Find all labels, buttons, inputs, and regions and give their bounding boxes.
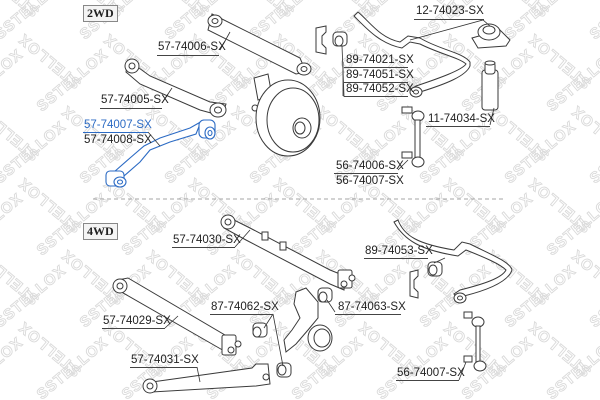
part-stabilizer-bar-2wd (353, 11, 471, 98)
watermark-text: STELLOX (0, 246, 43, 308)
part-bump-stop[interactable] (481, 60, 499, 111)
watermark-text: STELLOX (483, 102, 552, 164)
label-underline (426, 126, 490, 127)
part-label-89-74053[interactable]: 89-74053-SX (365, 245, 433, 257)
label-underline (130, 367, 197, 368)
part-strut-mount[interactable] (471, 23, 511, 49)
watermark-text: STELLOX (0, 102, 43, 164)
part-label-87-74062[interactable]: 87-74062-SX (211, 301, 279, 313)
part-stabilizer-bushing-2wd[interactable] (315, 25, 348, 55)
label-underline (396, 380, 459, 381)
part-stabilizer-bushing-4wd[interactable] (409, 261, 443, 299)
watermark-text: STELLOX (440, 174, 509, 236)
watermark-text: STELLOX (313, 102, 382, 164)
part-57-74005-arm[interactable] (124, 58, 227, 118)
watermark-text: STELLOX (15, 30, 84, 92)
part-label-87-74063[interactable]: 87-74063-SX (338, 301, 406, 313)
part-label-56-74007-4wd[interactable]: 56-74007-SX (397, 367, 465, 379)
watermark-text: SSTELLOX (0, 334, 26, 400)
part-57-74030-arm[interactable] (220, 214, 356, 291)
watermark-text: STELLOX (58, 246, 127, 308)
watermark-text: SSTELLOX (0, 190, 26, 259)
label-underline (344, 67, 408, 68)
part-stabilizer-link-4wd[interactable] (463, 311, 487, 372)
label-underline (83, 132, 148, 133)
watermark-text: STELLOX (525, 318, 594, 380)
watermark-text: SSTELLOX (587, 0, 600, 43)
part-stabilizer-link-2wd[interactable] (401, 106, 425, 168)
part-57-74007-link-highlighted[interactable] (105, 119, 216, 188)
part-label-57-74029[interactable]: 57-74029-SX (103, 315, 171, 327)
part-57-74031-arm[interactable] (142, 363, 271, 394)
label-underline (344, 82, 408, 83)
part-bushing-87-74063[interactable] (317, 287, 333, 303)
part-label-56-74007-2wd[interactable]: 56-74007-SX (336, 175, 404, 187)
leader-lines (147, 19, 495, 383)
part-label-57-74030[interactable]: 57-74030-SX (173, 234, 241, 246)
part-57-74006-arm[interactable] (207, 13, 312, 76)
label-underline (335, 314, 401, 315)
watermark-text: STELLOX (15, 174, 84, 236)
part-57-74029-arm[interactable] (112, 277, 242, 356)
watermark-text: STELLOX (525, 30, 594, 92)
label-underline (157, 55, 219, 56)
part-label-57-74005[interactable]: 57-74005-SX (101, 94, 169, 106)
section-tag-4wd: 4WD (83, 223, 118, 240)
label-underline (102, 328, 165, 329)
section-tag-2wd: 2WD (83, 5, 118, 22)
watermark-text: STELLOX (270, 174, 339, 236)
part-stabilizer-bar-4wd (393, 219, 513, 304)
part-label-56-74006[interactable]: 56-74006-SX (336, 160, 404, 172)
label-underline (100, 108, 162, 109)
label-underline (210, 314, 273, 315)
part-bushing-87-74062[interactable] (252, 322, 292, 378)
label-underline (414, 19, 484, 20)
part-label-89-74021[interactable]: 89-74021-SX (346, 54, 414, 66)
part-label-12-74023[interactable]: 12-74023-SX (416, 5, 484, 17)
label-underline (364, 258, 428, 259)
label-underline (172, 247, 235, 248)
watermark-text: STELLOX (568, 0, 600, 20)
watermark-text: STELLOX (525, 174, 594, 236)
part-label-89-74052[interactable]: 89-74052-SX (346, 83, 414, 95)
part-brake-drum (251, 73, 321, 157)
part-label-89-74051[interactable]: 89-74051-SX (346, 69, 414, 81)
label-underline (334, 173, 398, 174)
part-knuckle (283, 287, 333, 353)
part-label-57-74006[interactable]: 57-74006-SX (158, 41, 226, 53)
part-label-57-74008[interactable]: 57-74008-SX (84, 134, 152, 146)
label-underline (344, 96, 408, 97)
part-label-57-74031[interactable]: 57-74031-SX (131, 354, 199, 366)
watermark-text: STELLOX (15, 318, 84, 380)
part-label-11-74034[interactable]: 11-74034-SX (428, 113, 495, 125)
watermark-text: SSTELLOX (0, 46, 26, 115)
part-label-57-74007[interactable]: 57-74007-SX (84, 119, 152, 131)
